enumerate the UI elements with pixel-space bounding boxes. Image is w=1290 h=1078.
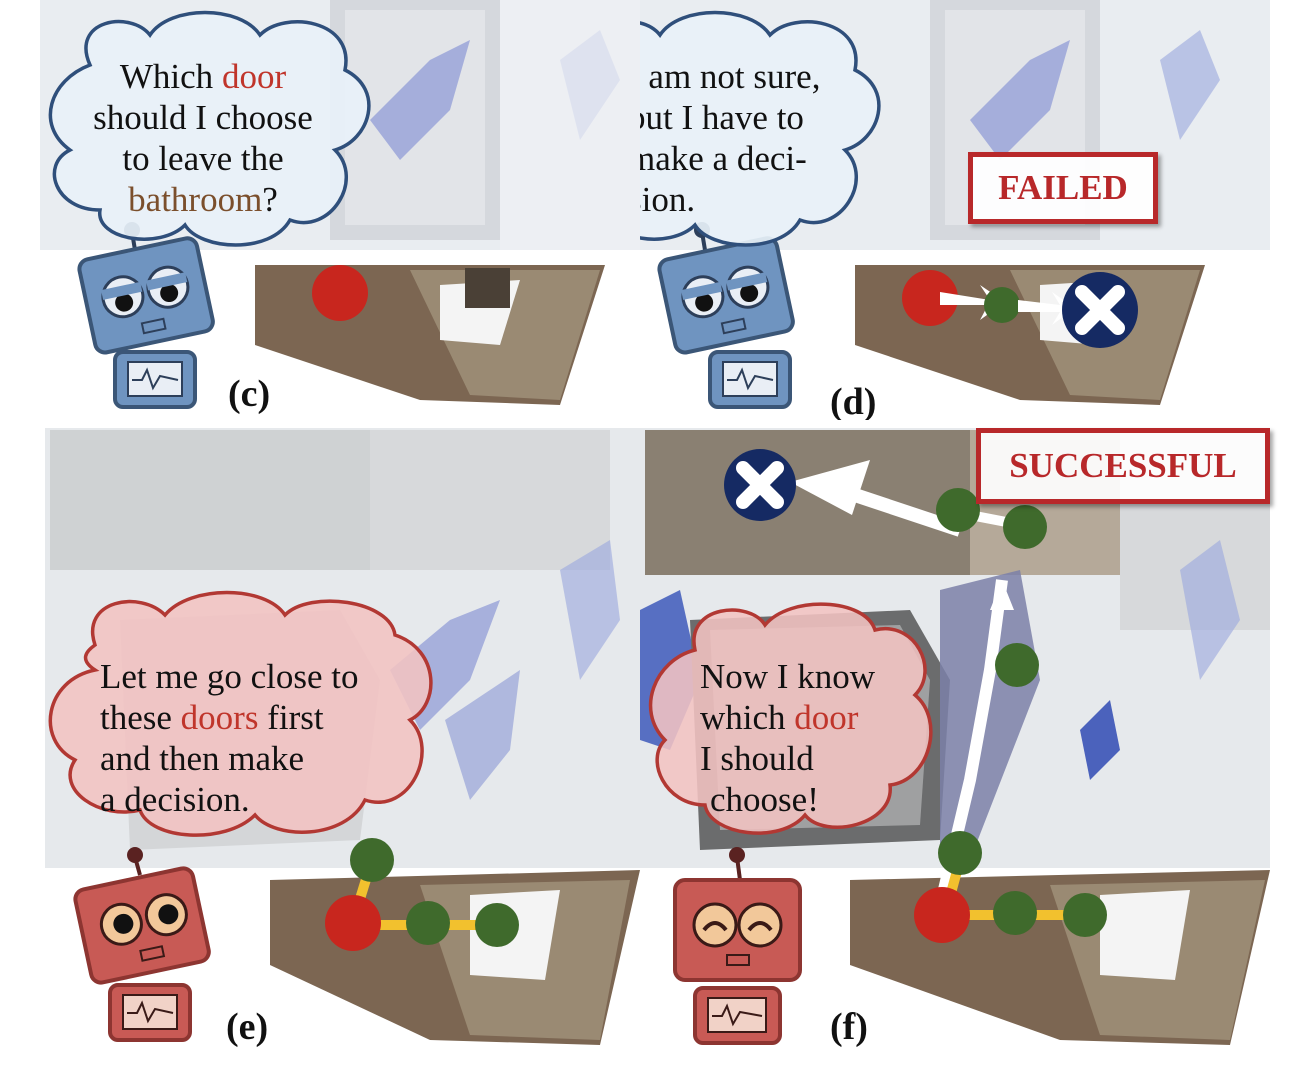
thought-line-1: Which	[119, 57, 222, 96]
panel-label-f: (f)	[830, 1006, 868, 1048]
thought-line-2b: first	[258, 698, 324, 737]
thought-line-4: a decision.	[100, 780, 250, 819]
thought-cloud	[640, 10, 881, 247]
keyword-doors: doors	[180, 698, 259, 737]
thought-line-2a: these	[100, 698, 181, 737]
thought-line-3: and then make	[100, 739, 305, 778]
panel-e-scene	[45, 428, 640, 1045]
floor-blue-region	[370, 40, 470, 160]
thought-line-3: make a deci-	[640, 139, 807, 178]
start-node	[325, 895, 381, 951]
waypoint-node	[936, 488, 980, 532]
panel-label-c: (c)	[228, 373, 271, 415]
path-arrow	[990, 580, 1014, 610]
close-icon	[1075, 285, 1125, 335]
robot-red	[73, 847, 211, 1042]
thought-line-4: choose!	[710, 780, 819, 819]
panel-label-d: (d)	[830, 381, 877, 420]
path-arrow	[790, 460, 870, 515]
robot-blue	[77, 222, 215, 409]
waypoint-node	[938, 831, 982, 875]
panel-f: Now I know which door I should choose! S…	[640, 420, 1290, 1078]
panel-c-scene	[0, 0, 640, 420]
panel-e: Let me go close to these doors first and…	[0, 420, 640, 1078]
thought-line-1: Now I know	[700, 657, 875, 696]
panel-f-scene	[640, 428, 1270, 1045]
path-arrow	[1018, 292, 1075, 325]
thought-cloud	[48, 590, 433, 837]
status-badge-successful: SUCCESSFUL	[976, 428, 1270, 504]
keyword-door: door	[794, 698, 859, 737]
close-icon	[736, 461, 784, 509]
panel-d-scene	[640, 0, 1270, 409]
panel-c: Which door should I choose to leave the …	[0, 0, 640, 420]
start-node	[902, 270, 958, 326]
waypoint-node	[984, 287, 1020, 323]
waypoint-node	[1003, 505, 1047, 549]
path-arrow	[837, 483, 963, 537]
thought-cloud	[648, 602, 933, 835]
thought-line-2a: which	[700, 698, 795, 737]
waypoint-node	[406, 901, 450, 945]
thought-line-2: should I choose	[93, 98, 313, 137]
thought-line-1: Let me go close to	[100, 657, 359, 696]
waypoint-node	[993, 891, 1037, 935]
thought-line-3: to leave the	[122, 139, 284, 178]
thought-line-4: ?	[262, 180, 278, 219]
thought-line-4: sion.	[640, 180, 696, 219]
thought-line-3: I should	[700, 739, 814, 778]
waypoint-node	[995, 643, 1039, 687]
start-node	[312, 265, 368, 321]
keyword-door: door	[221, 57, 287, 96]
room-outline	[50, 430, 370, 570]
start-node	[914, 887, 970, 943]
status-badge-failed: FAILED	[968, 152, 1158, 224]
thought-line-1: I am not sure,	[640, 57, 821, 96]
room-outline	[645, 430, 970, 575]
waypoint-node	[1063, 893, 1107, 937]
keyword-bathroom: bathroom	[128, 180, 263, 219]
waypoint-node	[350, 838, 394, 882]
panel-d: I am not sure, but I have to make a deci…	[640, 0, 1290, 420]
thought-cloud	[48, 10, 371, 247]
waypoint-node	[475, 903, 519, 947]
robot-red	[673, 847, 802, 1045]
panel-label-e: (e)	[226, 1006, 269, 1048]
thought-line-2: but I have to	[640, 98, 804, 137]
